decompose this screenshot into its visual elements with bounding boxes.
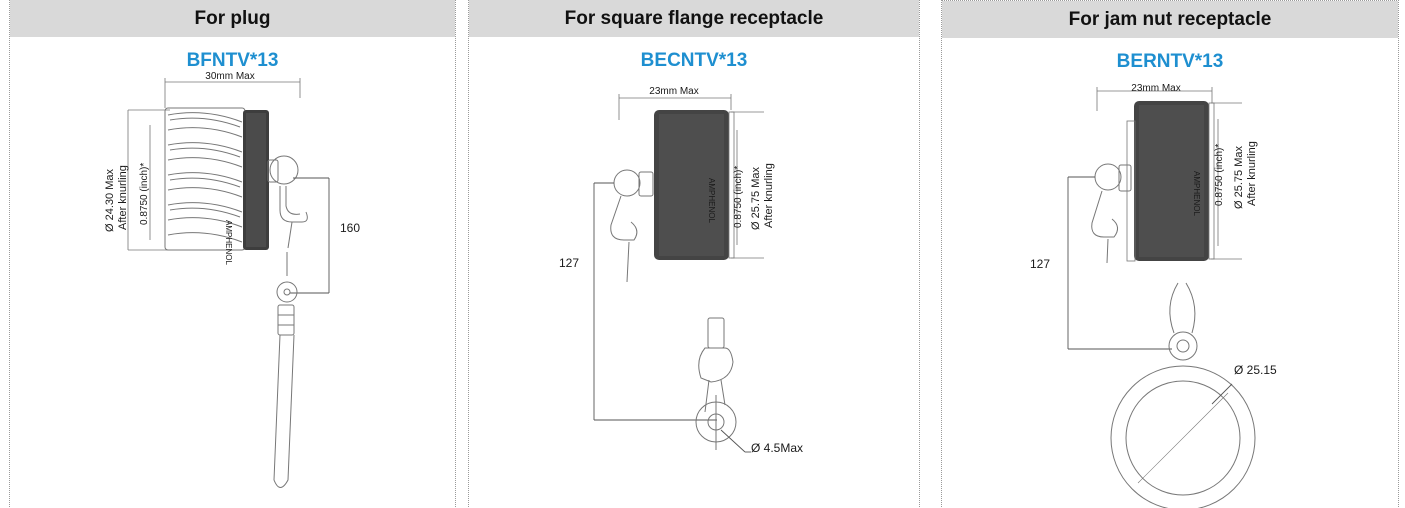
lanyard-dimension [1067, 176, 1172, 350]
width-label: 23mm Max [649, 86, 698, 97]
panel-header: For jam nut receptacle [942, 1, 1398, 38]
panel-header: For plug [10, 0, 455, 37]
brand-label: AMPHENOL [707, 178, 716, 223]
brand-label: AMPHENOL [1192, 171, 1201, 216]
thread-label: 0.8750 (inch)* [733, 166, 744, 228]
tether-tail [695, 317, 737, 450]
lanyard-length-label: 127 [1030, 257, 1050, 271]
panel-title: For square flange receptacle [564, 7, 824, 29]
hole-label: Ø 4.5Max [751, 441, 803, 455]
plug-drawing: 30mm Max AMPHENOL Ø 24.30 Max After knur… [104, 71, 360, 488]
ring-leader [1211, 383, 1233, 405]
after-knurling-label: After knurling [117, 165, 129, 230]
panel-header: For square flange receptacle [469, 0, 919, 37]
panel-jam-nut: For jam nut receptacle BERNTV*13 23mm Ma… [941, 0, 1399, 508]
lanyard-dimension [290, 177, 330, 294]
ring-label: Ø 25.15 [1234, 363, 1277, 377]
panel-plug: For plug BFNTV*13 30mm Max AMPHENOL [9, 0, 456, 507]
diameter-dimension [731, 111, 764, 259]
lanyard-clip [267, 155, 308, 249]
dia-max-label: Ø 24.30 Max [104, 169, 116, 232]
lanyard-clip [610, 169, 654, 283]
after-knurling-label: After knurling [1246, 141, 1258, 206]
thread-label: 0.8750 (inch)* [139, 163, 150, 225]
width-dimension [1096, 87, 1213, 111]
part-number: BFNTV*13 [186, 50, 279, 71]
part-number: BECNTV*13 [640, 50, 748, 71]
width-dimension [618, 94, 732, 120]
dia-max-label: Ø 25.75 Max [750, 167, 762, 230]
lanyard-length-label: 160 [340, 221, 360, 235]
brand-label: AMPHENOL [224, 220, 233, 265]
diameter-dimension [1211, 102, 1242, 260]
knurled-body [1126, 101, 1215, 262]
part-number: BERNTV*13 [1116, 51, 1224, 72]
dia-max-label: Ø 25.75 Max [1233, 146, 1245, 209]
thread-label: 0.8750 (inch)* [1214, 144, 1225, 206]
panel-square-flange: For square flange receptacle BECNTV*13 2… [468, 0, 920, 507]
width-dimension [164, 78, 301, 108]
panel-title: For jam nut receptacle [1068, 8, 1272, 30]
tether-tail [1110, 282, 1256, 508]
after-knurling-label: After knurling [763, 163, 775, 228]
hole-leader [720, 429, 746, 453]
knurled-ring [243, 110, 269, 250]
jam-nut-drawing: 23mm Max AMPHENOL 0.8750 (inch)* Ø 25.75… [1030, 83, 1277, 508]
width-label: 30mm Max [205, 71, 254, 82]
diameter-dimension [127, 109, 170, 251]
lanyard-length-label: 127 [559, 256, 579, 270]
lanyard-clip [1091, 163, 1132, 264]
width-label: 23mm Max [1131, 83, 1180, 94]
knurled-body [654, 110, 735, 260]
square-flange-drawing: 23mm Max AMPHENOL 0.8750 (inch)* Ø 25.75… [559, 86, 803, 455]
tether-tail [273, 252, 298, 488]
panel-title: For plug [194, 7, 271, 29]
